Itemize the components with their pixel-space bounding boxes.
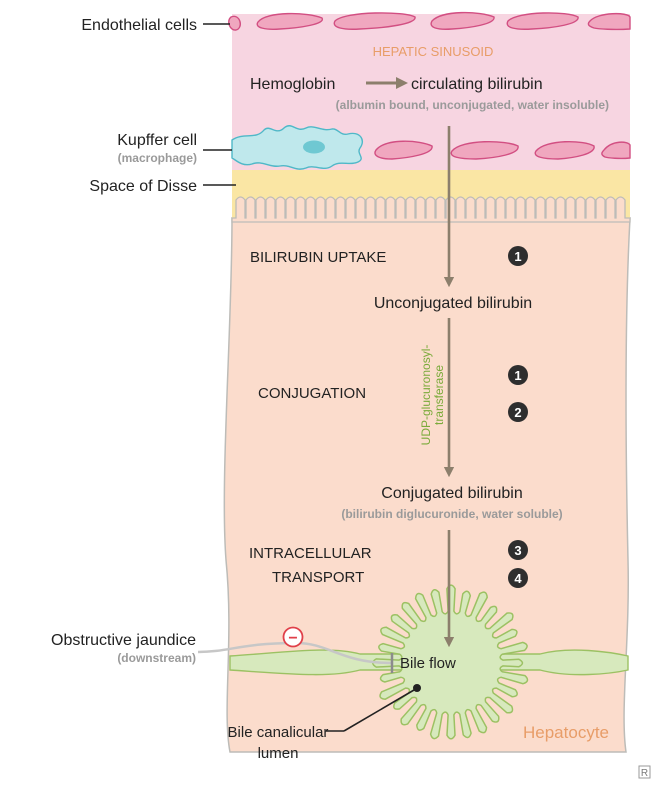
svg-text:3: 3 <box>514 543 521 558</box>
bile-flow-label: Bile flow <box>400 655 456 672</box>
svg-text:4: 4 <box>514 571 522 586</box>
bile-lumen-label-line2: lumen <box>258 745 299 762</box>
step-marker-conjugation-1: 1 <box>508 365 528 385</box>
step-marker-transport-4: 4 <box>508 568 528 588</box>
obstructive-jaundice-label: Obstructive jaundice <box>51 632 196 649</box>
svg-text:R: R <box>641 768 648 779</box>
unconjugated-bilirubin-label: Unconjugated bilirubin <box>374 295 532 312</box>
space-of-disse-label: Space of Disse <box>89 178 197 195</box>
hepatocyte-label: Hepatocyte <box>523 723 609 742</box>
kupffer-cell-label: Kupffer cell <box>117 132 197 149</box>
inhibition-symbol: − <box>288 630 297 647</box>
step-marker-uptake: 1 <box>508 246 528 266</box>
circulating-bilirubin-note: (albumin bound, unconjugated, water inso… <box>336 98 609 112</box>
svg-text:2: 2 <box>514 405 521 420</box>
lumen-pointer-dot <box>413 684 421 692</box>
bile-lumen-label-line1: Bile canalicular <box>228 724 329 741</box>
enzyme-label-line2: transferase <box>432 365 446 425</box>
bilirubin-uptake-label: BILIRUBIN UPTAKE <box>250 249 386 266</box>
hepatic-sinusoid-title: HEPATIC SINUSOID <box>373 44 494 59</box>
step-marker-conjugation-2: 2 <box>508 402 528 422</box>
circulating-bilirubin-label: circulating bilirubin <box>411 76 543 93</box>
intracellular-transport-line2: TRANSPORT <box>272 569 364 586</box>
obstructive-jaundice-note: (downstream) <box>117 651 196 665</box>
hemoglobin-label: Hemoglobin <box>250 76 335 93</box>
enzyme-label-line1: UDP-glucuronosyl- <box>419 345 433 446</box>
intracellular-transport-line1: INTRACELLULAR <box>249 545 372 562</box>
endothelial-cells-label: Endothelial cells <box>81 17 197 34</box>
conjugation-label: CONJUGATION <box>258 385 366 402</box>
step-marker-transport-3: 3 <box>508 540 528 560</box>
svg-text:1: 1 <box>514 249 521 264</box>
conjugated-bilirubin-note: (bilirubin diglucuronide, water soluble) <box>341 507 562 521</box>
kupffer-cell-note: (macrophage) <box>118 151 197 165</box>
svg-text:1: 1 <box>514 368 521 383</box>
microvilli-border <box>232 197 630 222</box>
conjugated-bilirubin-label: Conjugated bilirubin <box>381 485 522 502</box>
corner-mark: R <box>639 766 650 779</box>
